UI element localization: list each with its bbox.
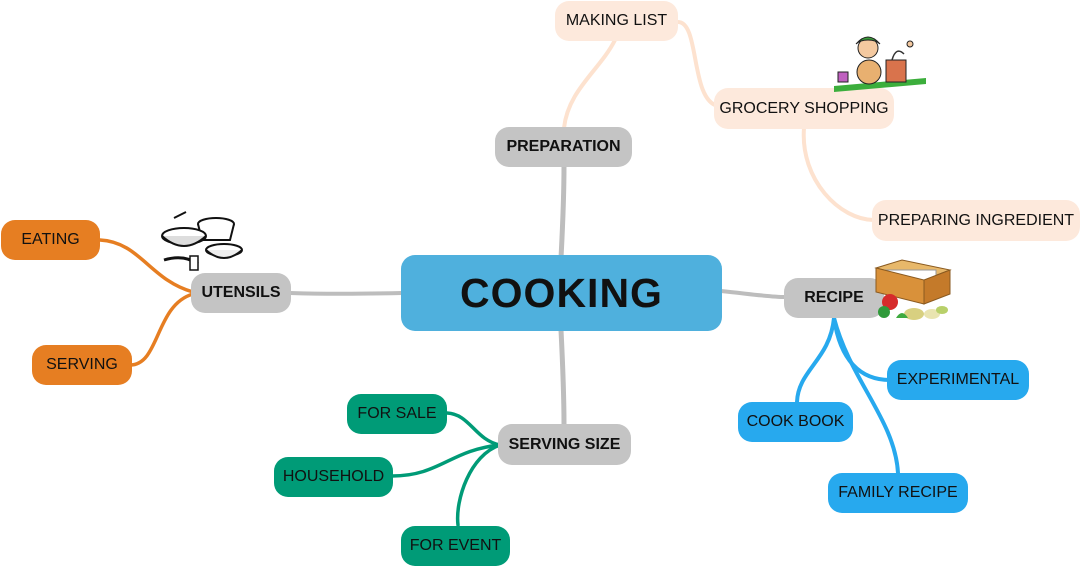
connector-for-event: [455, 443, 502, 527]
connector-serving: [128, 292, 195, 367]
connector-grocery: [676, 20, 720, 108]
branch-label: UTENSILS: [201, 284, 281, 301]
connector-recipe: [719, 289, 787, 299]
branch-serving-size[interactable]: SERVING SIZE: [498, 424, 631, 465]
connector-family-recipe: [832, 316, 900, 475]
subtopic-label: PREPARING INGREDIENT: [877, 211, 1075, 229]
subtopic-label: FAMILY RECIPE: [838, 484, 958, 501]
subtopic-serving[interactable]: SERVING: [32, 345, 132, 385]
subtopic-label: HOUSEHOLD: [282, 468, 385, 485]
connector-experimental: [832, 316, 892, 382]
subtopic-label: COOK BOOK: [746, 413, 845, 430]
connector-utensils: [288, 291, 404, 296]
connector-preparing: [801, 126, 876, 222]
connector-preparation: [558, 162, 567, 261]
central-topic-label: COOKING: [460, 269, 663, 316]
connector-cook-book: [795, 316, 836, 404]
subtopic-label: MAKING LIST: [565, 12, 668, 29]
subtopic-for-event[interactable]: FOR EVENT: [401, 526, 510, 566]
branch-recipe[interactable]: RECIPE: [784, 278, 884, 318]
subtopic-for-sale[interactable]: FOR SALE: [347, 394, 447, 434]
subtopic-label: EXPERIMENTAL: [896, 371, 1020, 388]
connector-eating: [98, 238, 195, 294]
subtopic-experimental[interactable]: EXPERIMENTAL: [887, 360, 1029, 400]
subtopic-label: SERVING: [46, 356, 118, 373]
shopping-woman-icon: [834, 36, 926, 92]
subtopic-making-list[interactable]: MAKING LIST: [555, 1, 678, 41]
subtopic-cook-book[interactable]: COOK BOOK: [738, 402, 853, 442]
connector-making-list: [562, 38, 617, 130]
central-topic[interactable]: COOKING: [401, 255, 722, 331]
branch-utensils[interactable]: UTENSILS: [191, 273, 291, 313]
subtopic-family-recipe[interactable]: FAMILY RECIPE: [828, 473, 968, 513]
branch-label: RECIPE: [804, 289, 864, 306]
subtopic-label: EATING: [21, 231, 80, 248]
kitchen-utensils-icon: [161, 211, 243, 271]
connector-for-sale: [445, 411, 502, 447]
connector-household: [390, 443, 502, 478]
branch-preparation[interactable]: PREPARATION: [495, 127, 632, 167]
recipe-box-icon: [874, 259, 952, 320]
branch-label: PREPARATION: [506, 138, 621, 155]
subtopic-label: FOR EVENT: [409, 537, 502, 554]
connector-serving-size: [558, 327, 567, 428]
branch-label: SERVING SIZE: [508, 435, 621, 453]
subtopic-preparing-ingredient[interactable]: PREPARING INGREDIENT: [872, 200, 1080, 241]
subtopic-household[interactable]: HOUSEHOLD: [274, 457, 393, 497]
subtopic-label: GROCERY SHOPPING: [719, 99, 889, 117]
subtopic-label: FOR SALE: [357, 405, 437, 422]
subtopic-grocery-shopping[interactable]: GROCERY SHOPPING: [714, 88, 894, 129]
subtopic-eating[interactable]: EATING: [1, 220, 100, 260]
